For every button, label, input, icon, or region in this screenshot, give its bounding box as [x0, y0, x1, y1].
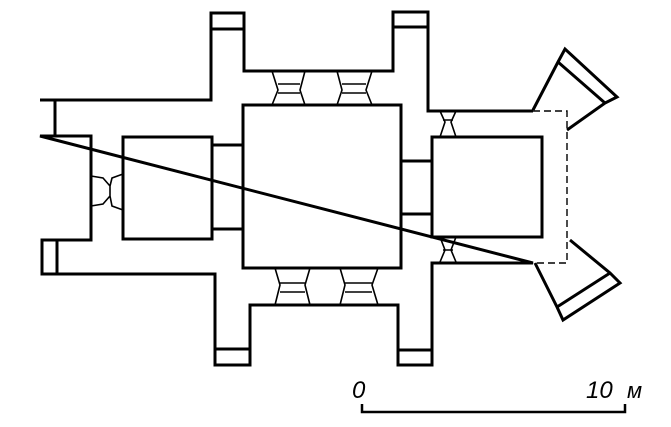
scale-unit-label: м [627, 378, 642, 403]
west-room [121, 135, 214, 241]
angled-towers [531, 46, 623, 323]
central-hall [241, 103, 403, 270]
scale-start-label: 0 [352, 377, 366, 404]
scale-end-label: 10 [586, 377, 613, 404]
tower-caps [53, 25, 432, 352]
passages [211, 143, 433, 231]
apse-dashed-outline [533, 110, 568, 264]
outer-wall-outline [39, 10, 534, 367]
scale-bar: 0 10 м [352, 377, 642, 414]
east-room [430, 135, 544, 239]
embrasures [90, 70, 457, 306]
